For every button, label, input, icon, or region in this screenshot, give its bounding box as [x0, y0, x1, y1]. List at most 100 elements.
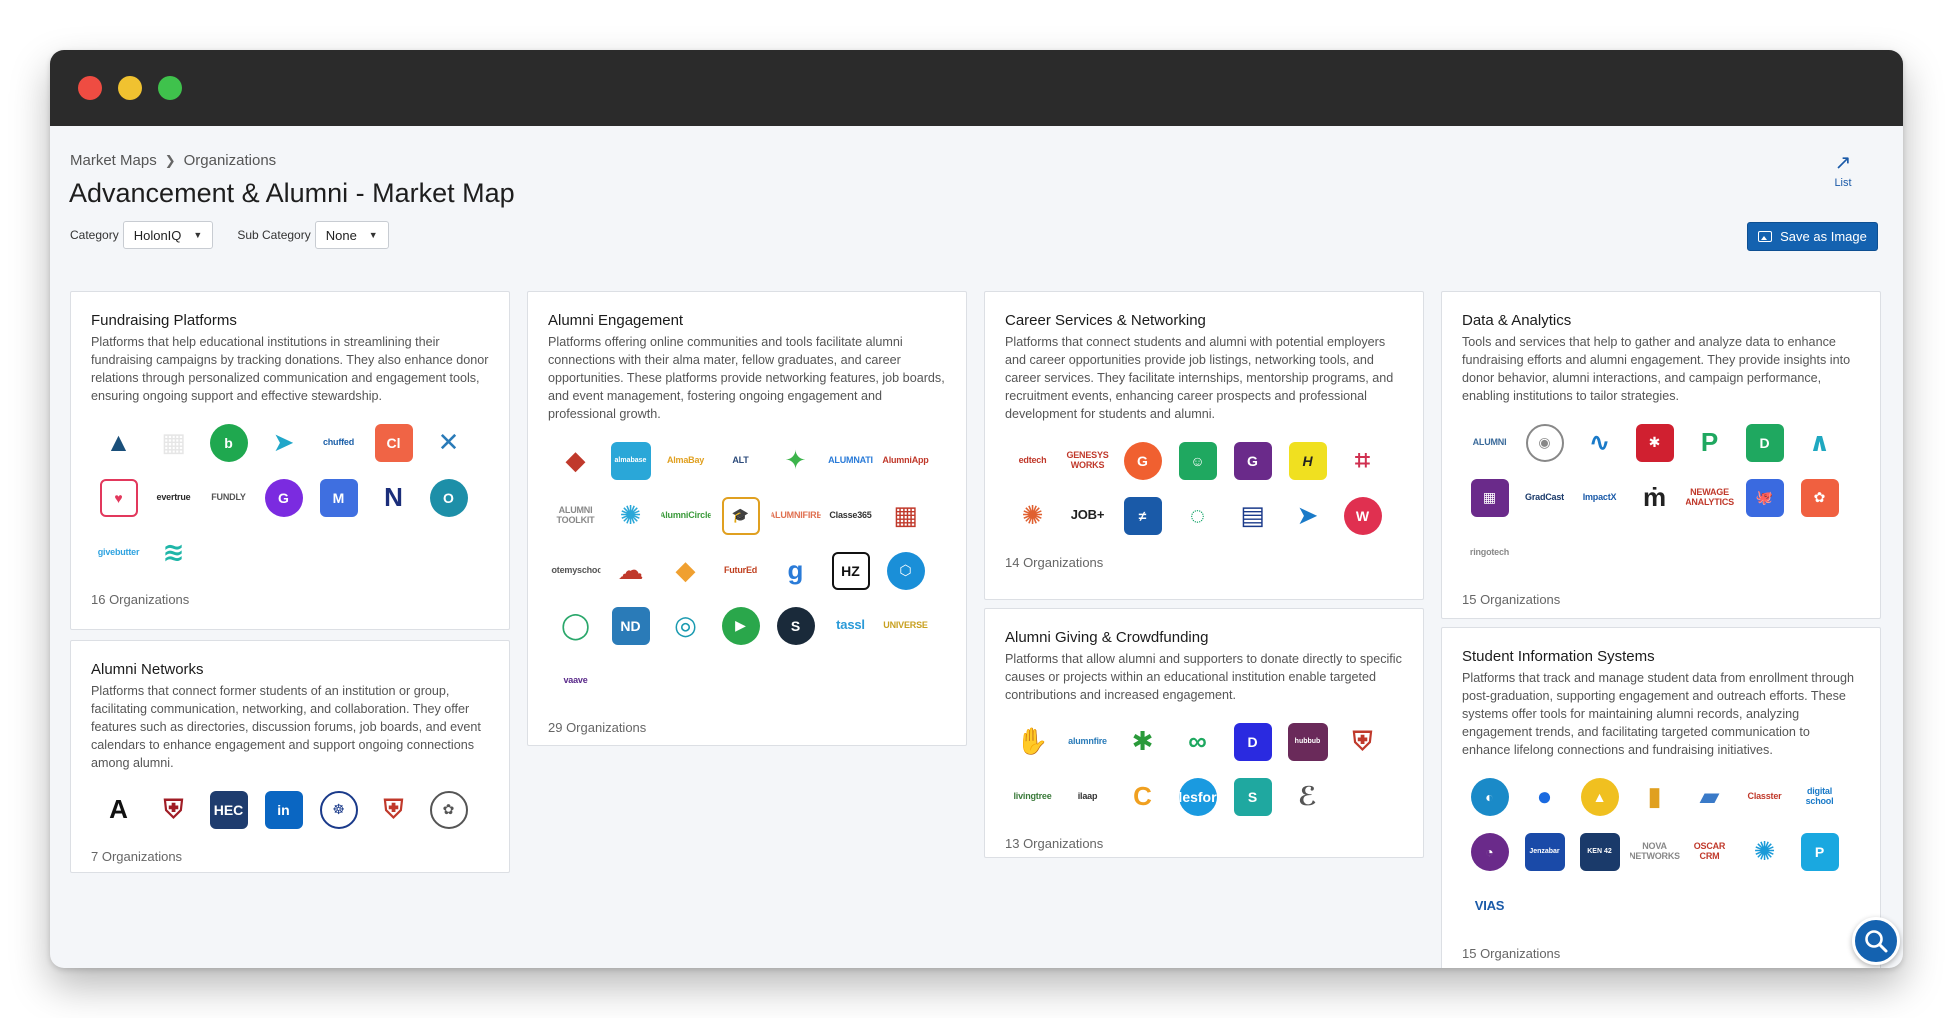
organization-logo[interactable]: ♥ [91, 470, 146, 525]
organization-logo[interactable]: ☁ [603, 543, 658, 598]
organization-logo[interactable]: ℰ [1280, 769, 1335, 824]
organization-logo[interactable]: g [768, 543, 823, 598]
organization-logo[interactable]: FUNDLY [201, 470, 256, 525]
organization-logo[interactable]: O [421, 470, 476, 525]
organization-logo[interactable]: HZ [823, 543, 878, 598]
organization-logo[interactable]: 🐙 [1737, 470, 1792, 525]
organization-logo[interactable]: ◯ [548, 598, 603, 653]
organization-logo[interactable]: dotemyschool [548, 543, 603, 598]
organization-logo[interactable]: hubbub [1280, 714, 1335, 769]
organization-logo[interactable]: D [1225, 714, 1280, 769]
organization-logo[interactable]: edtech [1005, 433, 1060, 488]
maximize-window-button[interactable] [158, 76, 182, 100]
organization-logo[interactable]: ilaap [1060, 769, 1115, 824]
organization-logo[interactable]: NOVA NETWORKS [1627, 824, 1682, 879]
category-card-student-information[interactable]: Student Information Systems Platforms th… [1441, 627, 1881, 968]
list-view-link[interactable]: ↗ List [1823, 152, 1863, 189]
organization-logo[interactable]: ◔ [1462, 824, 1517, 879]
organization-logo[interactable]: ∧ [1792, 415, 1847, 470]
organization-logo[interactable]: Jenzabar [1517, 824, 1572, 879]
organization-logo[interactable]: ➤ [256, 415, 311, 470]
category-card-giving[interactable]: Alumni Giving & Crowdfunding Platforms t… [984, 608, 1424, 858]
organization-logo[interactable]: ▲ [1572, 769, 1627, 824]
organization-logo[interactable]: ✺ [603, 488, 658, 543]
organization-logo[interactable]: S [1225, 769, 1280, 824]
organization-logo[interactable]: ◐ [1462, 769, 1517, 824]
organization-logo[interactable]: ▶ [713, 598, 768, 653]
organization-logo[interactable]: ✺ [1005, 488, 1060, 543]
organization-logo[interactable]: ✦ [768, 433, 823, 488]
organization-logo[interactable]: AlmaBay [658, 433, 713, 488]
organization-logo[interactable]: G [1225, 433, 1280, 488]
save-as-image-button[interactable]: Save as Image [1747, 222, 1878, 251]
organization-logo[interactable]: HEC [201, 782, 256, 837]
organization-logo[interactable]: GENESYS WORKS [1060, 433, 1115, 488]
organization-logo[interactable]: W [1335, 488, 1390, 543]
organization-logo[interactable]: UNIVERSE [878, 598, 933, 653]
organization-logo[interactable]: salesforce [1170, 769, 1225, 824]
organization-logo[interactable]: ImpactX [1572, 470, 1627, 525]
organization-logo[interactable]: FuturEd [713, 543, 768, 598]
organization-logo[interactable]: ▲ [91, 415, 146, 470]
organization-logo[interactable]: P [1682, 415, 1737, 470]
organization-logo[interactable]: ◉ [1517, 415, 1572, 470]
organization-logo[interactable]: ☸ [311, 782, 366, 837]
organization-logo[interactable]: G [256, 470, 311, 525]
breadcrumb-organizations[interactable]: Organizations [183, 152, 277, 169]
organization-logo[interactable]: almabase [603, 433, 658, 488]
organization-logo[interactable]: Cl [366, 415, 421, 470]
organization-logo[interactable]: VIAS [1462, 879, 1517, 934]
organization-logo[interactable]: ▦ [146, 415, 201, 470]
organization-logo[interactable]: N [366, 470, 421, 525]
organization-logo[interactable]: P [1792, 824, 1847, 879]
organization-logo[interactable]: evertrue [146, 470, 201, 525]
organization-logo[interactable]: M [311, 470, 366, 525]
organization-logo[interactable]: A [91, 782, 146, 837]
organization-logo[interactable]: H [1280, 433, 1335, 488]
organization-logo[interactable]: NEWAGE ANALYTICS [1682, 470, 1737, 525]
organization-logo[interactable]: givebutter [91, 525, 146, 580]
organization-logo[interactable]: ● [1517, 769, 1572, 824]
organization-logo[interactable]: ALT [713, 433, 768, 488]
organization-logo[interactable]: GradCast [1517, 470, 1572, 525]
category-select[interactable]: HolonIQ ▼ [122, 221, 214, 249]
organization-logo[interactable]: ◆ [658, 543, 713, 598]
organization-logo[interactable]: ⛨ [366, 782, 421, 837]
organization-logo[interactable]: ND [603, 598, 658, 653]
organization-logo[interactable]: ▦ [878, 488, 933, 543]
organization-logo[interactable]: ✺ [1737, 824, 1792, 879]
organization-logo[interactable]: ≠ [1115, 488, 1170, 543]
organization-logo[interactable]: JOB+ [1060, 488, 1115, 543]
organization-logo[interactable]: AlumniCircle [658, 488, 713, 543]
organization-logo[interactable]: ṁ [1627, 470, 1682, 525]
breadcrumb-market-maps[interactable]: Market Maps [70, 152, 157, 169]
organization-logo[interactable]: ☺ [1170, 433, 1225, 488]
organization-logo[interactable]: ⛨ [146, 782, 201, 837]
organization-logo[interactable]: vaave [548, 653, 603, 708]
organization-logo[interactable]: ringotech [1462, 525, 1517, 580]
organization-logo[interactable]: ⌗ [1335, 433, 1390, 488]
organization-logo[interactable]: livingtree [1005, 769, 1060, 824]
organization-logo[interactable]: ▦ [1462, 470, 1517, 525]
organization-logo[interactable]: tassl [823, 598, 878, 653]
organization-logo[interactable]: ◎ [658, 598, 713, 653]
minimize-window-button[interactable] [118, 76, 142, 100]
category-card-data-analytics[interactable]: Data & Analytics Tools and services that… [1441, 291, 1881, 619]
category-card-career[interactable]: Career Services & Networking Platforms t… [984, 291, 1424, 600]
organization-logo[interactable]: digital school [1792, 769, 1847, 824]
organization-logo[interactable]: ✕ [421, 415, 476, 470]
organization-logo[interactable]: ALUMNATI [823, 433, 878, 488]
organization-logo[interactable]: in [256, 782, 311, 837]
organization-logo[interactable]: Classter [1737, 769, 1792, 824]
category-card-fundraising[interactable]: Fundraising Platforms Platforms that hel… [70, 291, 510, 630]
organization-logo[interactable]: ✱ [1115, 714, 1170, 769]
category-card-networks[interactable]: Alumni Networks Platforms that connect f… [70, 640, 510, 873]
organization-logo[interactable]: ALUMNIFIRE [768, 488, 823, 543]
organization-logo[interactable]: ◆ [548, 433, 603, 488]
organization-logo[interactable]: Classe365 [823, 488, 878, 543]
organization-logo[interactable]: 🎓 [713, 488, 768, 543]
organization-logo[interactable]: b [201, 415, 256, 470]
organization-logo[interactable]: ◌ [1170, 488, 1225, 543]
close-window-button[interactable] [78, 76, 102, 100]
organization-logo[interactable]: OSCAR CRM [1682, 824, 1737, 879]
